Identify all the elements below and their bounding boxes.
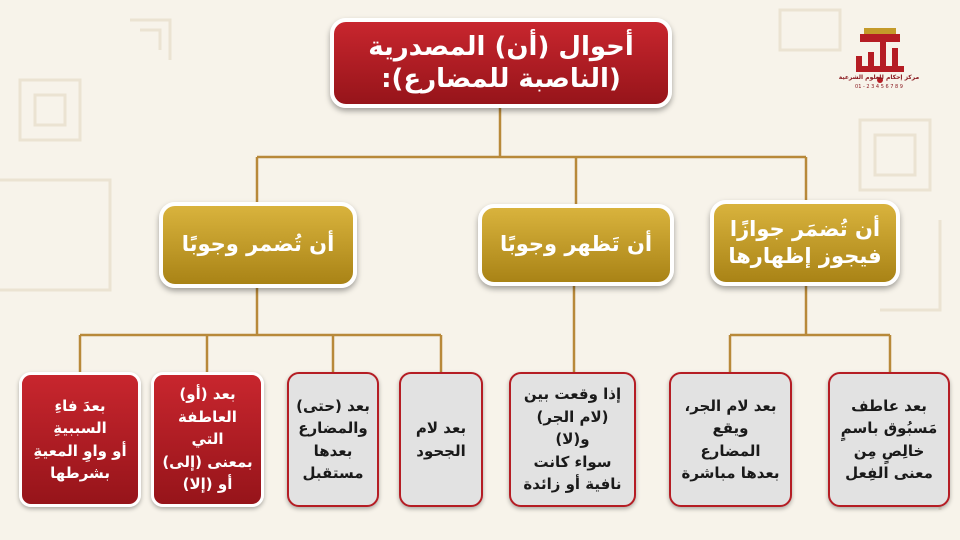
leaf-line: بعد (أو) xyxy=(179,385,236,404)
leaf-line: معنى الفِعل xyxy=(845,464,933,482)
logo-tagline: مركز إحكام للعلوم الشرعية xyxy=(838,74,920,81)
category-line: أن تُضمَر جوازًا xyxy=(729,216,881,241)
leaf-line: بمعنى (إلى) xyxy=(162,452,253,471)
leaf-line: بعدها xyxy=(313,441,353,460)
leaf-line: بعد (حتى) xyxy=(296,396,370,415)
root-title-line1: أحوال (أن) المصدرية xyxy=(368,31,634,62)
leaf-line: بعدها مباشرة xyxy=(681,464,780,482)
leaf-line: بعدَ فاءِ xyxy=(54,396,106,415)
leaf-line: بعد لام xyxy=(415,419,467,437)
leaf-line: ويقع xyxy=(712,419,749,437)
leaf-line: مَسبُوق باسمٍ xyxy=(840,419,938,437)
category-line: أن تُضمر وجوبًا xyxy=(181,232,335,257)
leaf-line: مستقبل xyxy=(302,464,364,482)
leaf-line: بعد عاطف xyxy=(851,396,927,415)
category-line: فيجوز إظهارها xyxy=(728,244,882,268)
logo-subtext: 01 - 2 3 4 5 6 7 8 9 xyxy=(855,84,903,90)
category-optional-hidden: أن تُضمَر جوازًا فيجوز إظهارها xyxy=(710,200,900,286)
leaf-line: أو (إلا) xyxy=(182,475,233,494)
root-node: أحوال (أن) المصدرية (الناصبة للمضارع): xyxy=(330,18,672,108)
category-obligatory-shown: أن تَظهر وجوبًا xyxy=(478,204,674,286)
leaf-line: والمضارع xyxy=(298,419,368,437)
leaf-line: نافية أو زائدة xyxy=(523,475,622,494)
brand-logo xyxy=(856,28,904,83)
leaf-node: بعدَ فاءِ السببيةِ أو واوِ المعيةِ بشرطه… xyxy=(19,372,141,507)
leaf-line: سواء كانت xyxy=(533,452,612,471)
leaf-node: بعد لام الجحود xyxy=(399,372,483,507)
leaf-line: (لام الجر) و(لا) xyxy=(536,407,609,449)
category-obligatory-hidden: أن تُضمر وجوبًا xyxy=(159,202,357,288)
leaf-line: خالِصٍ مِن xyxy=(853,441,925,460)
leaf-node: بعد لام الجر، ويقع المضارع بعدها مباشرة xyxy=(669,372,792,507)
leaf-line: أو واوِ المعيةِ xyxy=(33,441,127,460)
leaf-line: بعد لام الجر، xyxy=(684,396,777,415)
leaf-node: بعد عاطف مَسبُوق باسمٍ خالِصٍ مِن معنى ا… xyxy=(828,372,950,507)
leaf-line: إذا وقعت بين xyxy=(523,385,622,404)
leaf-line: المضارع xyxy=(700,441,761,460)
leaf-line: بشرطها xyxy=(50,464,110,482)
category-line: أن تَظهر وجوبًا xyxy=(499,232,653,257)
leaf-line: الجحود xyxy=(416,441,466,460)
leaf-line: السببيةِ xyxy=(53,419,107,437)
leaf-line: العاطفة التي xyxy=(178,407,237,449)
leaf-node: بعد (حتى) والمضارع بعدها مستقبل xyxy=(287,372,379,507)
leaf-node: إذا وقعت بين (لام الجر) و(لا) سواء كانت … xyxy=(509,372,636,507)
leaf-node: بعد (أو) العاطفة التي بمعنى (إلى) أو (إل… xyxy=(151,372,264,507)
root-title-line2: (الناصبة للمضارع): xyxy=(381,64,621,94)
